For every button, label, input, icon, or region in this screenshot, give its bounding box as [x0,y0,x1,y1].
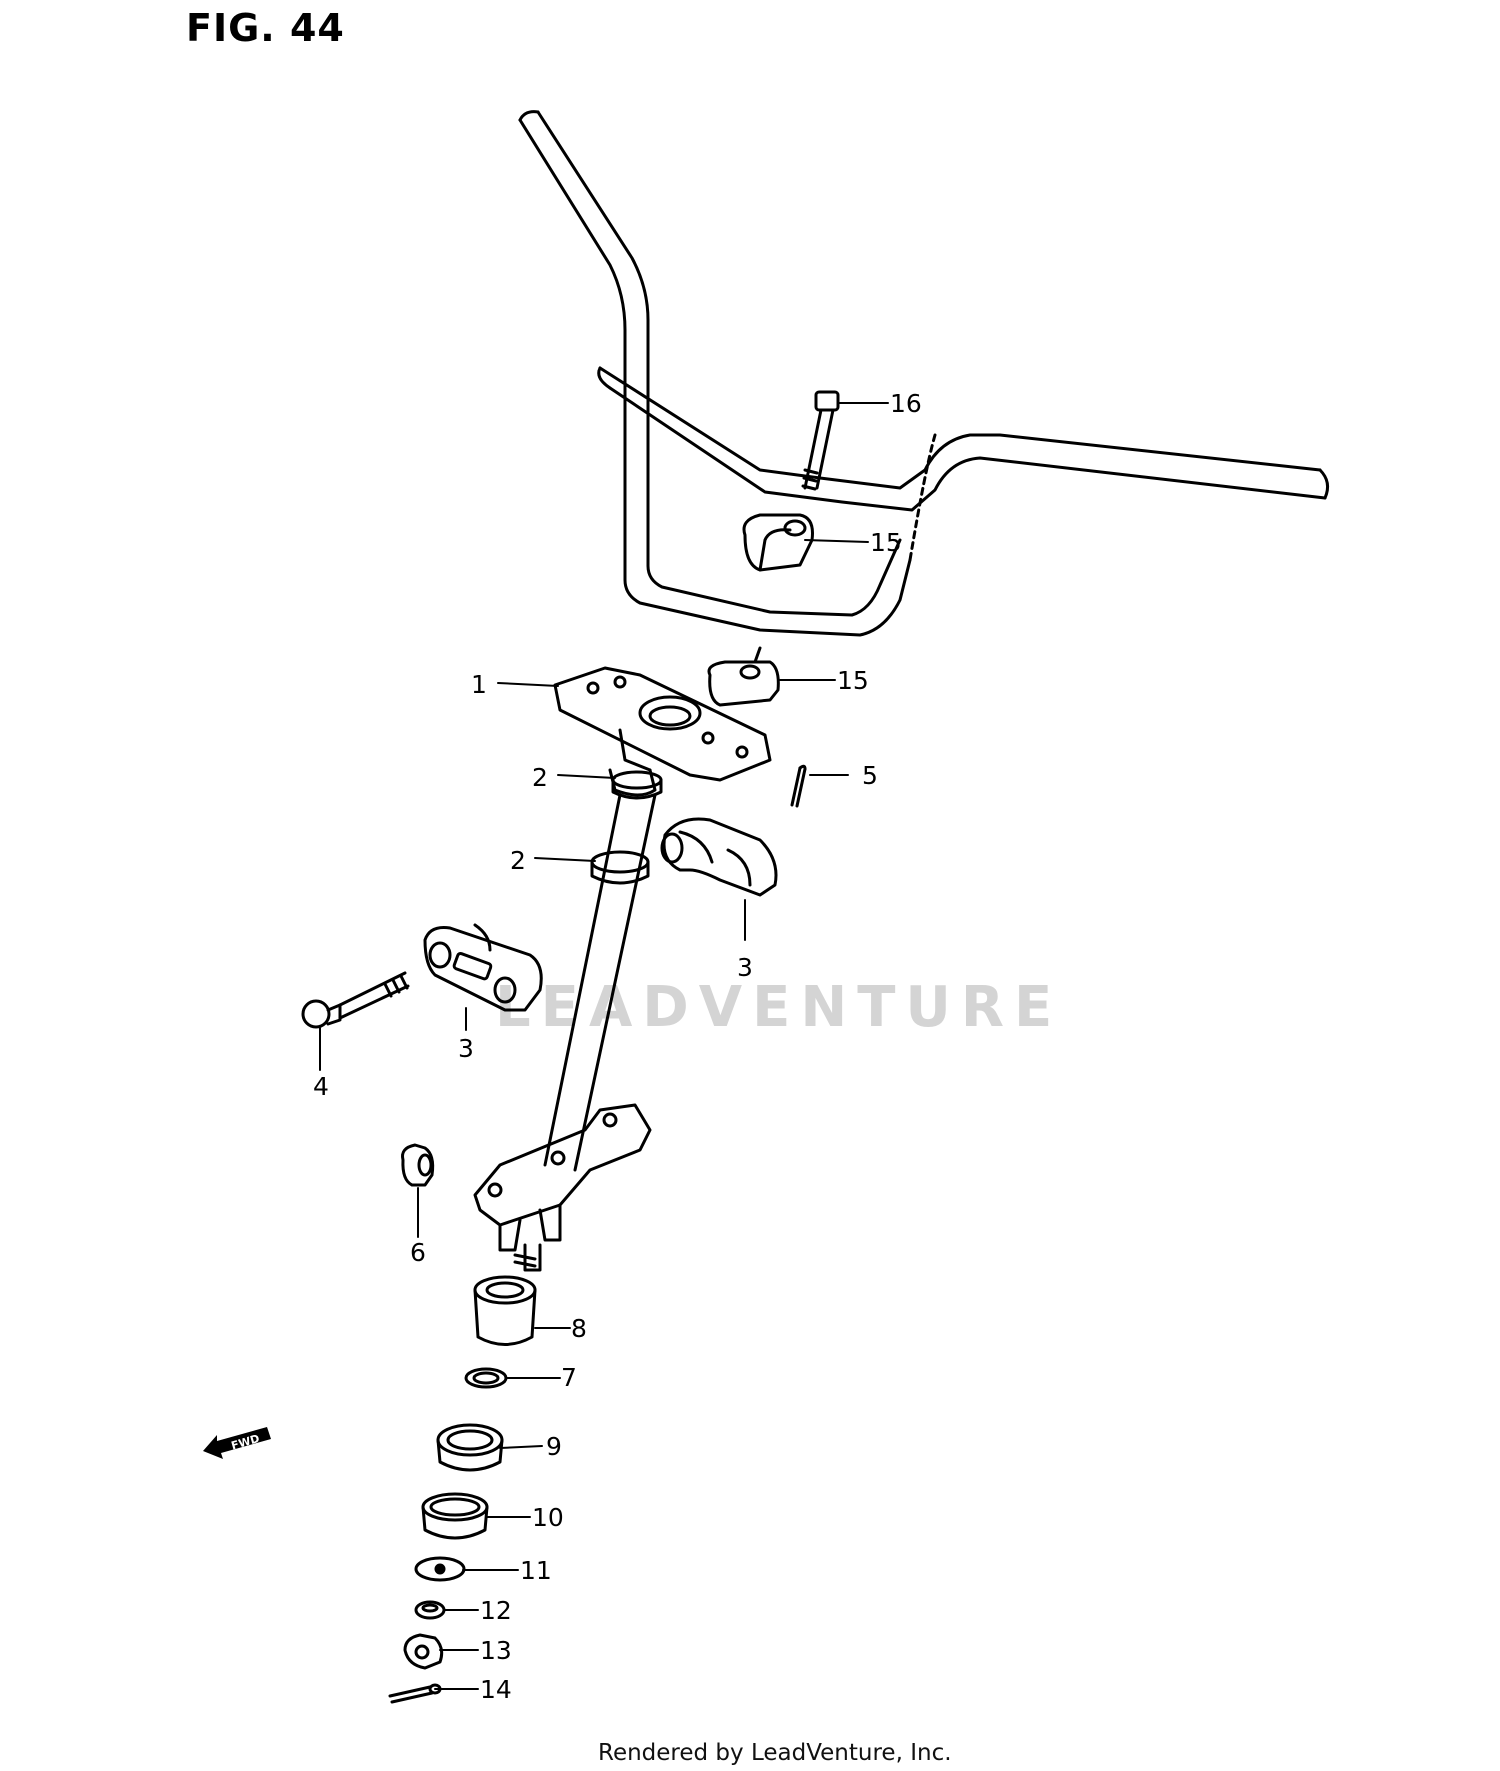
callout-15-upper: 15 [870,528,902,557]
callout-9: 9 [546,1432,562,1461]
figure-title: FIG. 44 [186,6,345,50]
callout-6: 6 [410,1238,426,1267]
part-12-nut [414,1600,446,1620]
fwd-arrow-icon: FWD [201,1425,273,1459]
part-16-bolt [801,390,840,491]
render-credit: Rendered by LeadVenture, Inc. [598,1740,952,1766]
part-2-collar-upper [611,770,663,800]
callout-2-lower: 2 [510,846,526,875]
part-15-lower-holder [707,646,780,707]
callout-1: 1 [471,670,487,699]
callout-15-lower: 15 [837,666,869,695]
part-6-bushing [401,1143,435,1187]
part-8-bushing [473,1275,537,1346]
watermark: LEADVENTURE [495,975,1063,1040]
callout-11: 11 [520,1556,552,1585]
callout-3-right: 3 [737,953,753,982]
callout-3-left: 3 [458,1034,474,1063]
part-11-washer [414,1556,466,1582]
part-3-holder-left [423,923,543,1012]
steering-shaft [543,768,657,1172]
callout-5: 5 [862,761,878,790]
part-10-bearing [421,1492,489,1540]
handlebar [518,110,1330,637]
part-4-bolt [301,971,410,1029]
part-13-nut [403,1633,444,1670]
callout-12: 12 [480,1596,512,1625]
callout-2-upper: 2 [532,763,548,792]
part-1-plate [553,666,772,782]
callout-13: 13 [480,1636,512,1665]
part-9-seal [436,1423,504,1472]
callout-10: 10 [532,1503,564,1532]
callout-8: 8 [571,1314,587,1343]
callout-4: 4 [313,1072,329,1101]
part-3-holder-right [660,817,778,897]
callout-7: 7 [561,1363,577,1392]
part-15-upper-holder [742,513,814,572]
leader-lines [319,402,889,1690]
part-7-washer [464,1367,508,1389]
callout-14: 14 [480,1675,512,1704]
part-5-pin [790,764,807,808]
callout-16: 16 [890,389,922,418]
part-14-pin [388,1683,442,1704]
part-2-collar-lower [590,850,650,885]
lower-bracket [473,1103,652,1272]
fwd-label: FWD [230,1432,261,1452]
